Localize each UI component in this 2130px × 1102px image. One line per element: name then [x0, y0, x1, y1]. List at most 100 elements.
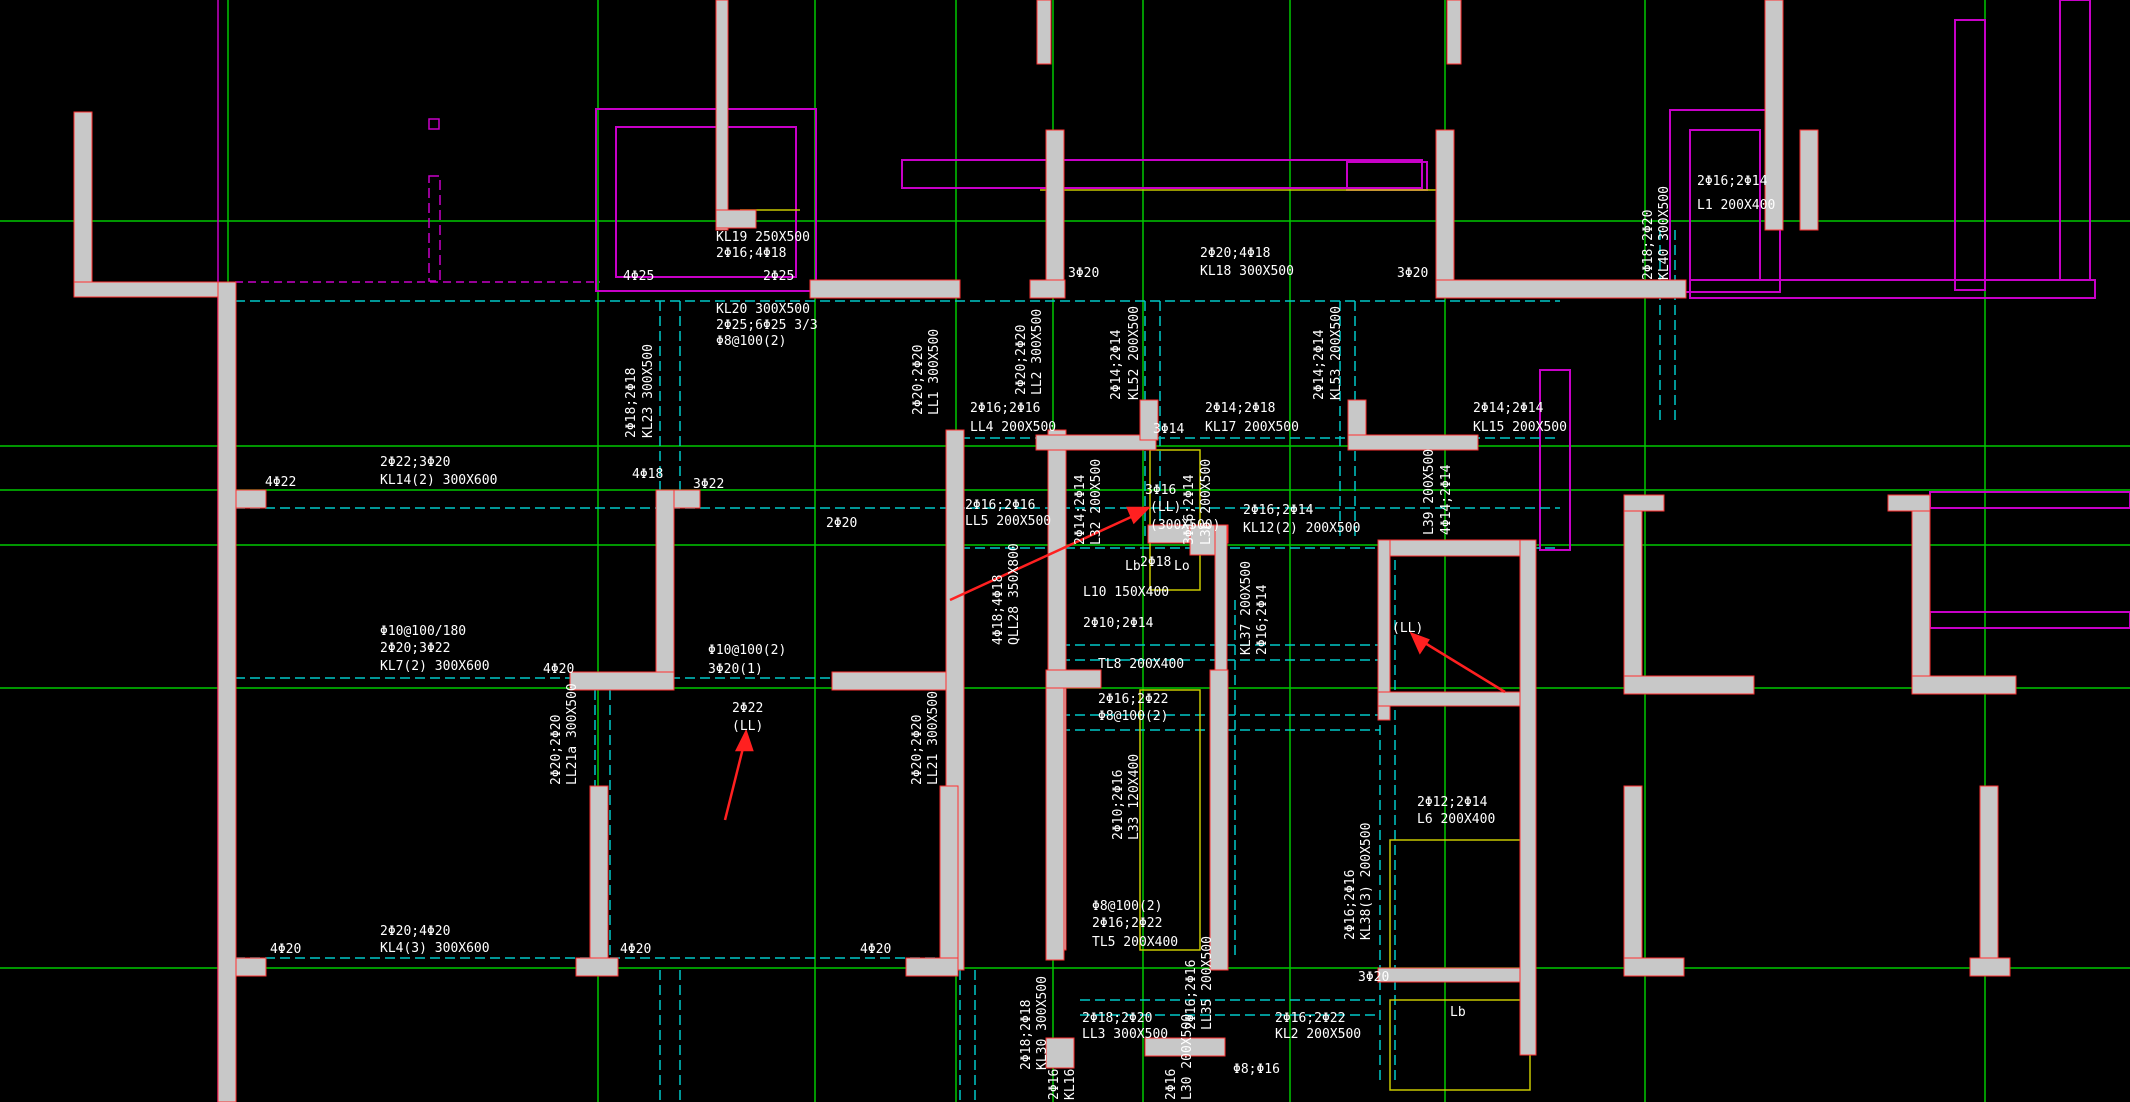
beam-label: 2Φ16;4Φ18 — [716, 246, 786, 261]
beam-label: 2Φ25;6Φ25 3/3 — [716, 318, 818, 333]
vertical-beam-label: KL53 200X500 — [1329, 306, 1344, 400]
vertical-beam-label: KL23 300X500 — [641, 344, 656, 438]
vertical-beam-label: 4Φ18;4Φ18 — [991, 575, 1006, 645]
vertical-beam-label: L32 200X500 — [1089, 459, 1104, 545]
vertical-beam-label: 2Φ16 — [1047, 1069, 1062, 1100]
vertical-beam-label: 3Φ16;2Φ14 — [1182, 474, 1197, 545]
beam-label: 2Φ14;2Φ18 — [1205, 401, 1275, 416]
beam-label: Φ8;Φ16 — [1233, 1062, 1280, 1077]
beam-label: 3Φ16 — [1145, 483, 1176, 498]
beam-label: TL5 200X400 — [1092, 935, 1178, 950]
beam-label: LL3 300X500 — [1082, 1027, 1168, 1042]
vertical-beam-label: L36 200X500 — [1199, 459, 1214, 545]
vertical-beam-label: 2Φ16;2Φ16 — [1343, 870, 1358, 940]
beam-label: 2Φ14;2Φ14 — [1473, 401, 1544, 416]
beam-label: 2Φ20;4Φ18 — [1200, 246, 1270, 261]
vertical-beam-label: 2Φ16;2Φ14 — [1255, 584, 1270, 655]
vertical-beam-label: 4Φ14;2Φ14 — [1439, 464, 1454, 535]
vertical-beam-label: 2Φ14;2Φ14 — [1073, 474, 1088, 545]
vertical-beam-label: 2Φ20;2Φ20 — [1014, 325, 1029, 395]
beam-label: KL12(2) 200X500 — [1243, 521, 1360, 536]
beam-label: 4Φ22 — [265, 475, 296, 490]
beam-label: 2Φ18 — [1140, 555, 1171, 570]
beam-label: 4Φ20 — [860, 942, 891, 957]
vertical-beam-label: 2Φ16;2Φ16 — [1184, 960, 1199, 1030]
vertical-beam-label: 2Φ18;2Φ18 — [1019, 1000, 1034, 1070]
beam-label: LL4 200X500 — [970, 420, 1056, 435]
beam-label: 2Φ16;2Φ14 — [1243, 503, 1314, 518]
magenta-marker — [428, 175, 441, 282]
beam-label: 2Φ20 — [826, 516, 857, 531]
vertical-beam-label: L33 120X400 — [1127, 754, 1142, 840]
vertical-beam-label: 2Φ14;2Φ14 — [1109, 329, 1124, 400]
vertical-beam-label: LL1 300X500 — [927, 329, 942, 415]
beam-label: Φ8@100(2) — [1092, 899, 1162, 914]
vertical-beam-label: L39 200X500 — [1422, 449, 1437, 535]
vertical-beam-label: 2Φ18;2Φ18 — [624, 368, 639, 438]
vertical-beam-label: 2Φ10;2Φ16 — [1111, 770, 1126, 840]
beam-label: L10 150X400 — [1083, 585, 1169, 600]
beam-label: LL5 200X500 — [965, 514, 1051, 529]
beam-label: L6 200X400 — [1417, 812, 1495, 827]
beam-label: (LL) — [1150, 500, 1181, 515]
beam-label: Φ8@100(2) — [1098, 709, 1168, 724]
concrete-walls — [73, 0, 2017, 1102]
beam-label: 4Φ18 — [632, 467, 663, 482]
beam-label: 4Φ20 — [270, 942, 301, 957]
beam-label: 3Φ20 — [1358, 970, 1389, 985]
beam-label: KL7(2) 300X600 — [380, 659, 490, 674]
beam-label: KL4(3) 300X600 — [380, 941, 490, 956]
beam-label: (LL) — [732, 719, 763, 734]
vertical-beam-label: KL37 200X500 — [1239, 561, 1254, 655]
beam-label: 2Φ22 — [732, 701, 763, 716]
beam-label: KL19 250X500 — [716, 230, 810, 245]
beam-label: Φ8@100(2) — [716, 334, 786, 349]
beam-label: 2Φ16;2Φ22 — [1098, 692, 1168, 707]
beam-label: L1 200X400 — [1697, 198, 1775, 213]
beam-label: 3Φ20 — [1397, 266, 1428, 281]
beam-label: 2Φ20;4Φ20 — [380, 924, 450, 939]
beam-label: Lb — [1125, 559, 1141, 574]
beam-label: 3Φ22 — [693, 477, 724, 492]
vertical-beam-label: 2Φ20;2Φ20 — [549, 715, 564, 785]
beam-label: 2Φ16;2Φ22 — [1275, 1011, 1345, 1026]
beam-label: Φ10@100/180 — [380, 624, 466, 639]
vertical-beam-label: 2Φ20;2Φ20 — [911, 345, 926, 415]
beam-label: 2Φ20;3Φ22 — [380, 641, 450, 656]
beam-label: 2Φ22;3Φ20 — [380, 455, 450, 470]
beam-label: 2Φ16;2Φ16 — [970, 401, 1040, 416]
beam-label: (LL) — [1392, 621, 1423, 636]
beam-label: 2Φ10;2Φ14 — [1083, 616, 1154, 631]
beam-label: Lb — [1450, 1005, 1466, 1020]
beam-label: 3Φ14 — [1153, 422, 1184, 437]
beam-label: 2Φ25 — [763, 269, 794, 284]
vertical-beam-label: 2Φ20;2Φ20 — [910, 715, 925, 785]
beam-label: 2Φ16;2Φ16 — [965, 498, 1035, 513]
beam-label: 2Φ16;2Φ14 — [1697, 174, 1768, 189]
vertical-beam-label: LL21 300X500 — [926, 691, 941, 785]
beam-label: KL17 200X500 — [1205, 420, 1299, 435]
beam-label: 3Φ20(1) — [708, 662, 763, 677]
beam-label: Lo — [1174, 559, 1190, 574]
beam-label: TL8 200X400 — [1098, 657, 1184, 672]
beam-label: 2Φ12;2Φ14 — [1417, 795, 1488, 810]
beam-label: (300X500) — [1150, 518, 1220, 533]
vertical-beam-label: LL35 200X500 — [1200, 936, 1215, 1030]
annotation-arrows — [723, 506, 1506, 821]
vertical-beam-label: 2Φ18;2Φ20 — [1641, 210, 1656, 280]
vertical-beam-label: KL52 200X500 — [1127, 306, 1142, 400]
vertical-beam-label: LL2 300X500 — [1030, 309, 1045, 395]
vertical-beam-label: QLL28 350X800 — [1007, 543, 1022, 645]
vertical-beam-label: L30 200X500 — [1180, 1014, 1195, 1100]
beam-label: 2Φ16;2Φ22 — [1092, 916, 1162, 931]
beam-label: 4Φ25 — [623, 269, 654, 284]
vertical-beam-label: 2Φ16 — [1164, 1069, 1179, 1100]
beam-label: 4Φ20 — [543, 662, 574, 677]
vertical-beam-label: KL30 300X500 — [1035, 976, 1050, 1070]
vertical-beam-label: KL40 300X500 — [1657, 186, 1672, 280]
beam-label: Φ10@100(2) — [708, 643, 786, 658]
vertical-beam-label: KL16 — [1063, 1069, 1078, 1100]
